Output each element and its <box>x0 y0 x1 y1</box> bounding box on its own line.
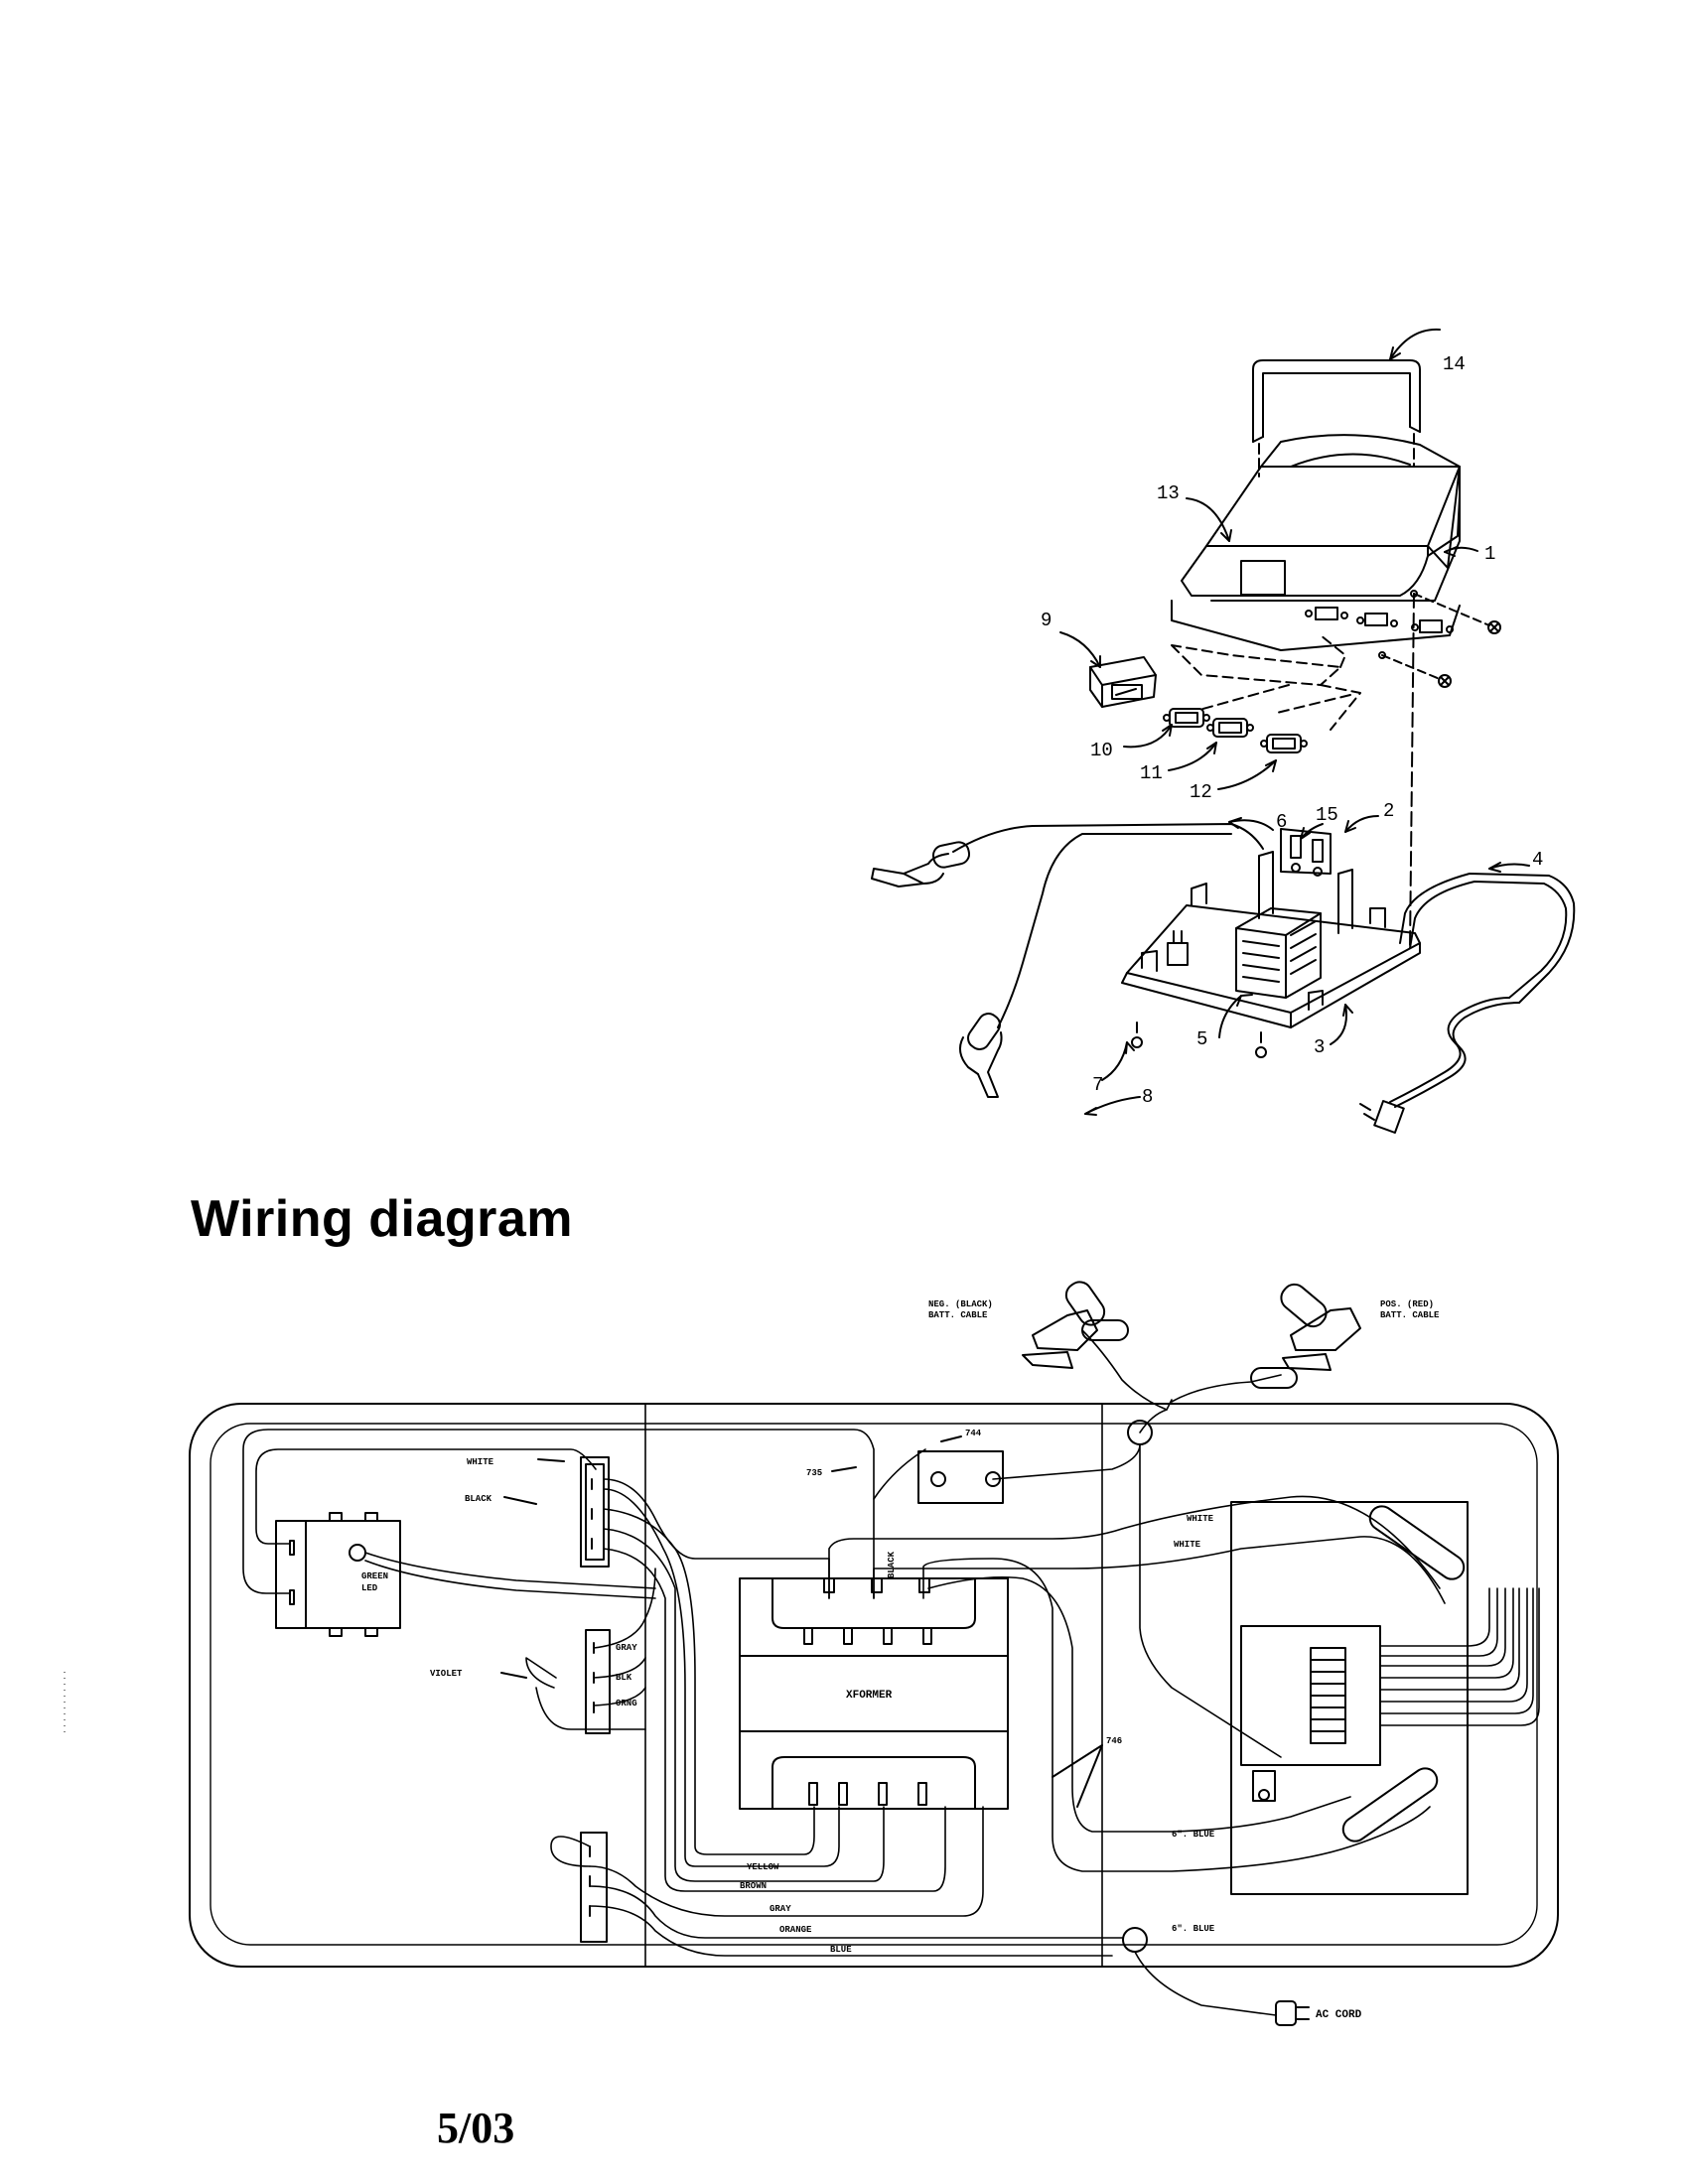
wire-6-blue-label-2: 6". BLUE <box>1172 1924 1215 1934</box>
ac-power-cord <box>1359 873 1576 1134</box>
mounting-guide <box>1171 644 1341 686</box>
ac-cord-label: AC CORD <box>1316 2009 1362 2021</box>
part-number: 7 <box>1092 1074 1103 1096</box>
neg-cable-label: BATT. CABLE <box>928 1310 988 1320</box>
pos-cable-label: POS. (RED) <box>1380 1299 1434 1309</box>
part-number: 14 <box>1443 353 1466 375</box>
part-number: 3 <box>1314 1036 1325 1058</box>
part-number: 5 <box>1196 1028 1207 1050</box>
transformer-label: XFORMER <box>846 1690 893 1702</box>
wire-gray-label-2: GRAY <box>770 1904 791 1914</box>
wire-orng-label: ORNG <box>616 1699 637 1708</box>
part-number: 4 <box>1532 849 1543 871</box>
revision-date: 5/03 <box>437 2104 515 2152</box>
section-heading: Wiring diagram <box>191 1190 574 1248</box>
part-number: 15 <box>1316 804 1338 826</box>
part-number: 1 <box>1484 543 1495 565</box>
wiring-labels: NEG. (BLACK) BATT. CABLE POS. (RED) BATT… <box>361 1299 1440 2021</box>
battery-clamp-cables <box>871 823 1264 1098</box>
housing-screws <box>1381 593 1501 949</box>
part-number: 2 <box>1383 800 1394 822</box>
wire-orange-label: ORANGE <box>779 1925 812 1935</box>
schematic-battery-clamps <box>1022 1281 1361 1389</box>
wire-runs <box>242 1329 1540 2016</box>
wiring-schematic <box>189 1281 1559 2026</box>
terminal-board <box>917 1450 1004 1504</box>
wire-blk-label: BLK <box>616 1673 632 1683</box>
carrying-handle <box>1252 359 1421 478</box>
wire-gray-label: GRAY <box>616 1643 637 1653</box>
wire-white-label-3: WHITE <box>1174 1540 1201 1550</box>
wire-6-blue-label: 6". BLUE <box>1172 1830 1215 1840</box>
ref-735: 735 <box>806 1468 822 1478</box>
exploded-parts-view <box>871 328 1576 1134</box>
wire-black-vertical-label: BLACK <box>887 1551 897 1578</box>
part-number: 11 <box>1140 762 1163 784</box>
wire-black-label: BLACK <box>465 1494 492 1504</box>
charger-housing <box>1171 434 1461 659</box>
charger-base <box>1121 828 1421 1058</box>
wire-yellow-label: YELLOW <box>747 1862 779 1872</box>
part-number: 8 <box>1142 1086 1153 1108</box>
part-number: 6 <box>1276 811 1287 833</box>
switch-blocks <box>580 1456 611 1943</box>
meter-label: LED <box>361 1583 378 1593</box>
ammeter-part <box>1089 656 1157 708</box>
rocker-switches <box>1163 708 1308 753</box>
wire-brown-label: BROWN <box>740 1881 767 1891</box>
ac-plug <box>1275 2000 1310 2026</box>
wire-blue-label: BLUE <box>830 1945 852 1955</box>
ref-746: 746 <box>1106 1736 1122 1746</box>
wire-white-label-2: WHITE <box>1187 1514 1214 1524</box>
wire-white-label: WHITE <box>467 1457 494 1467</box>
schematic-frame <box>189 1403 1559 1968</box>
part-number: 9 <box>1041 610 1052 631</box>
fuse-holders <box>1341 1505 1466 1843</box>
callout-leaders <box>1059 328 1530 1116</box>
part-callouts: 14 13 1 9 10 11 12 6 15 2 4 7 5 3 8 <box>1041 353 1543 1108</box>
meter-label: GREEN <box>361 1571 388 1581</box>
rectifier-heatsink <box>1230 1501 1469 1895</box>
part-number: 12 <box>1190 781 1212 803</box>
part-number: 10 <box>1090 740 1113 761</box>
ref-744: 744 <box>965 1429 982 1438</box>
pos-cable-label: BATT. CABLE <box>1380 1310 1440 1320</box>
wire-violet-label: VIOLET <box>430 1669 463 1679</box>
neg-cable-label: NEG. (BLACK) <box>928 1299 993 1309</box>
part-number: 13 <box>1157 482 1180 504</box>
